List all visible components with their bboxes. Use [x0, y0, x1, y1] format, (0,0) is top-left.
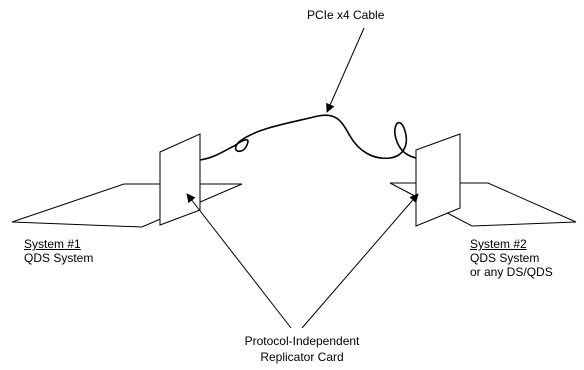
system2-subtitle-line1: QDS System — [470, 251, 540, 265]
pcie-cable — [199, 114, 417, 161]
system2-title: System #2 — [470, 237, 527, 251]
card1 — [159, 133, 201, 226]
card-label-line2: Replicator Card — [260, 350, 344, 364]
cable-arrow — [326, 27, 365, 113]
card-label-line1: Protocol-Independent — [244, 334, 360, 348]
system1-title: System #1 — [24, 237, 81, 251]
system2-subtitle-line2: or any DS/QDS — [470, 265, 553, 279]
cable-label: PCIe x4 Cable — [307, 8, 385, 22]
card1-arrow — [186, 193, 292, 329]
card2-arrow — [301, 193, 419, 329]
system1-subtitle: QDS System — [24, 251, 94, 265]
